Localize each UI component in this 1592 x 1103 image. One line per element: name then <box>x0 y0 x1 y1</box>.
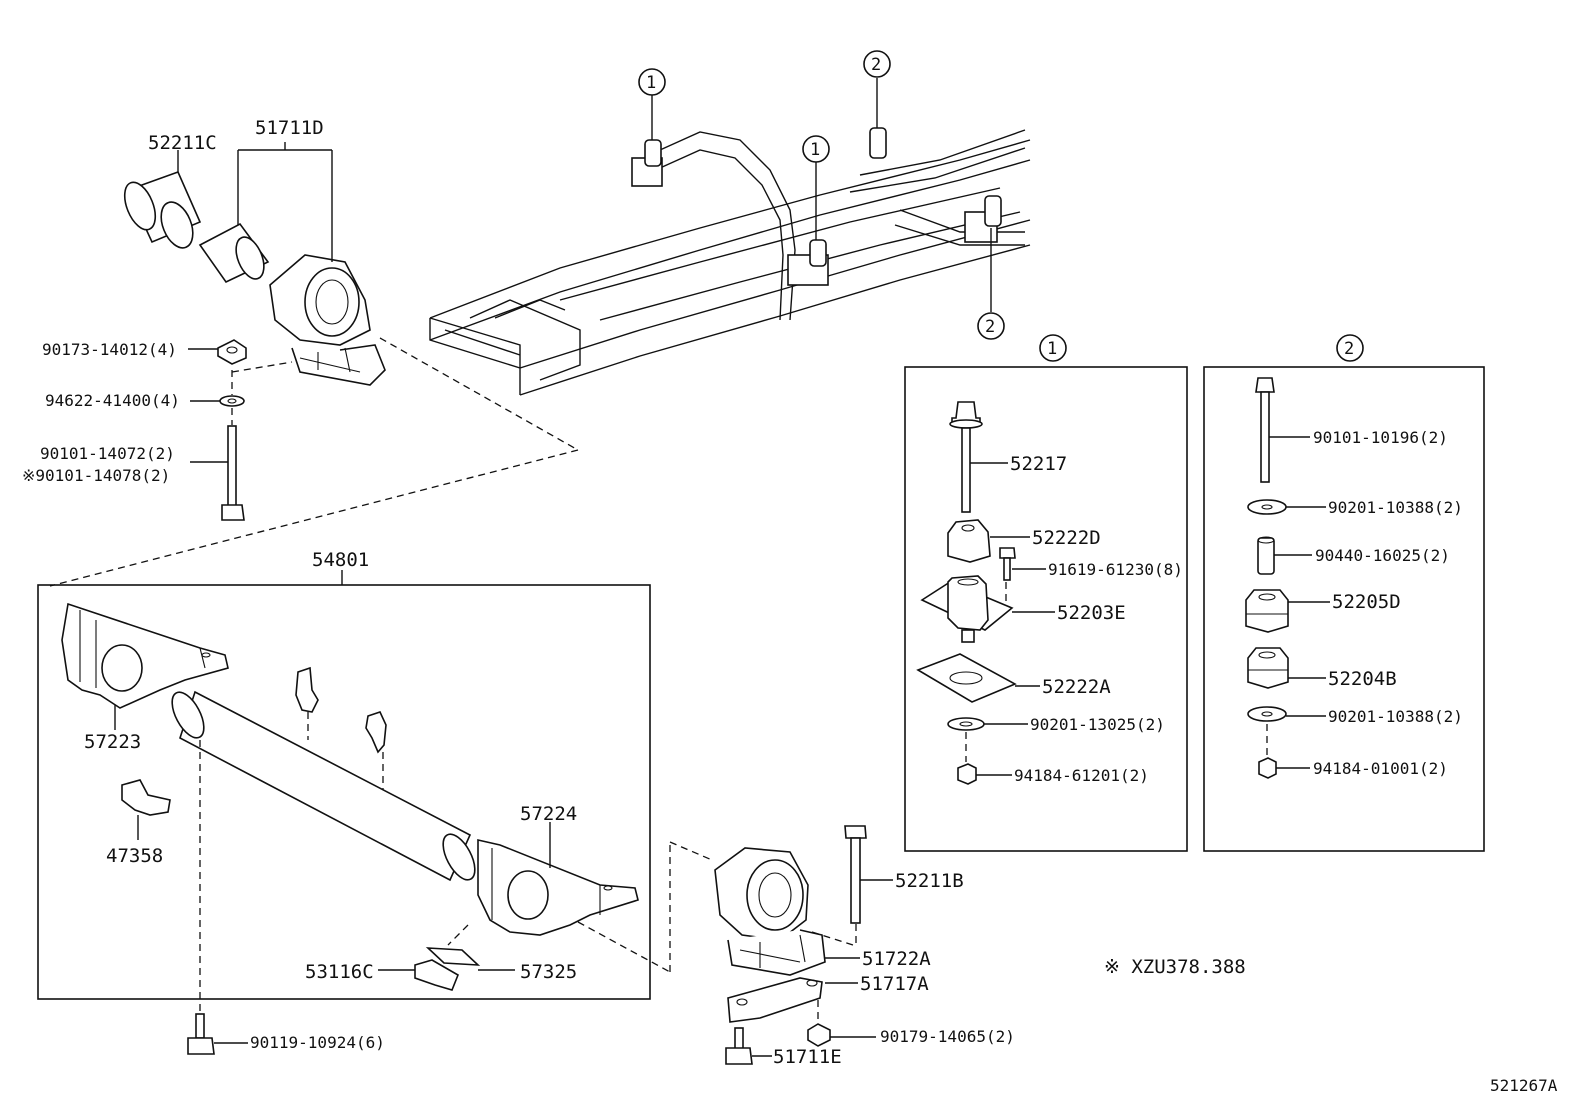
crossmember-assembly-drawing <box>37 570 713 1012</box>
label-57224: 57224 <box>520 803 577 825</box>
callout-label: 1 <box>646 73 656 93</box>
label-52205d: 52205D <box>1332 591 1401 613</box>
label-51711d: 51711D <box>255 117 324 139</box>
label-53116c: 53116C <box>305 961 374 983</box>
label-54801: 54801 <box>312 549 369 571</box>
label-90201-10388-lower: 90201-10388(2) <box>1328 707 1463 726</box>
frame-rails-drawing <box>429 78 1031 396</box>
detail-box-1: 1 <box>904 334 1188 852</box>
detail-2-callout-label: 2 <box>1344 339 1354 359</box>
label-90201-10388-upper: 90201-10388(2) <box>1328 498 1463 517</box>
label-51717a: 51717A <box>860 973 929 995</box>
label-90201-13025: 90201-13025(2) <box>1030 715 1165 734</box>
detail-1-callout-label: 1 <box>1047 339 1057 359</box>
frame-callout-2b: 2 <box>977 312 1005 340</box>
frame-callout-2a: 2 <box>863 50 891 78</box>
mount-lower-drawing <box>714 825 893 1065</box>
label-90179-14065: 90179-14065(2) <box>880 1027 1015 1046</box>
label-52204b: 52204B <box>1328 668 1397 690</box>
label-52211b: 52211B <box>895 870 964 892</box>
label-90101-14078: ※90101-14078(2) <box>22 466 170 485</box>
label-91619-61230: 91619-61230(8) <box>1048 560 1183 579</box>
label-90119-10924: 90119-10924(6) <box>250 1033 385 1052</box>
label-90101-14072: 90101-14072(2) <box>40 444 175 463</box>
label-51722a: 51722A <box>862 948 931 970</box>
label-52211c: 52211C <box>148 132 217 154</box>
label-57325: 57325 <box>520 961 577 983</box>
callout-label: 2 <box>985 317 995 337</box>
bolt-90119-drawing <box>187 1013 248 1055</box>
label-52217: 52217 <box>1010 453 1067 475</box>
diagram-id: 521267A <box>1490 1076 1558 1095</box>
frame-callout-1b: 1 <box>802 135 830 163</box>
label-90173-14012: 90173-14012(4) <box>42 340 177 359</box>
footnote-note: ※ XZU378.388 <box>1104 956 1246 978</box>
label-90101-10196: 90101-10196(2) <box>1313 428 1448 447</box>
label-94184-01001: 94184-01001(2) <box>1313 759 1448 778</box>
frame-callout-1a: 1 <box>638 68 666 96</box>
label-51711e: 51711E <box>773 1046 842 1068</box>
detail-box-2: 2 <box>1203 334 1485 852</box>
label-57223: 57223 <box>84 731 141 753</box>
label-52203e: 52203E <box>1057 602 1126 624</box>
callout-label: 2 <box>871 55 881 75</box>
label-52222a: 52222A <box>1042 676 1111 698</box>
label-47358: 47358 <box>106 845 163 867</box>
label-90440-16025: 90440-16025(2) <box>1315 546 1450 565</box>
label-94184-61201: 94184-61201(2) <box>1014 766 1149 785</box>
label-52222d: 52222D <box>1032 527 1101 549</box>
mount-upper-drawing <box>49 142 579 587</box>
label-94622-41400: 94622-41400(4) <box>45 391 180 410</box>
callout-label: 1 <box>810 140 820 160</box>
